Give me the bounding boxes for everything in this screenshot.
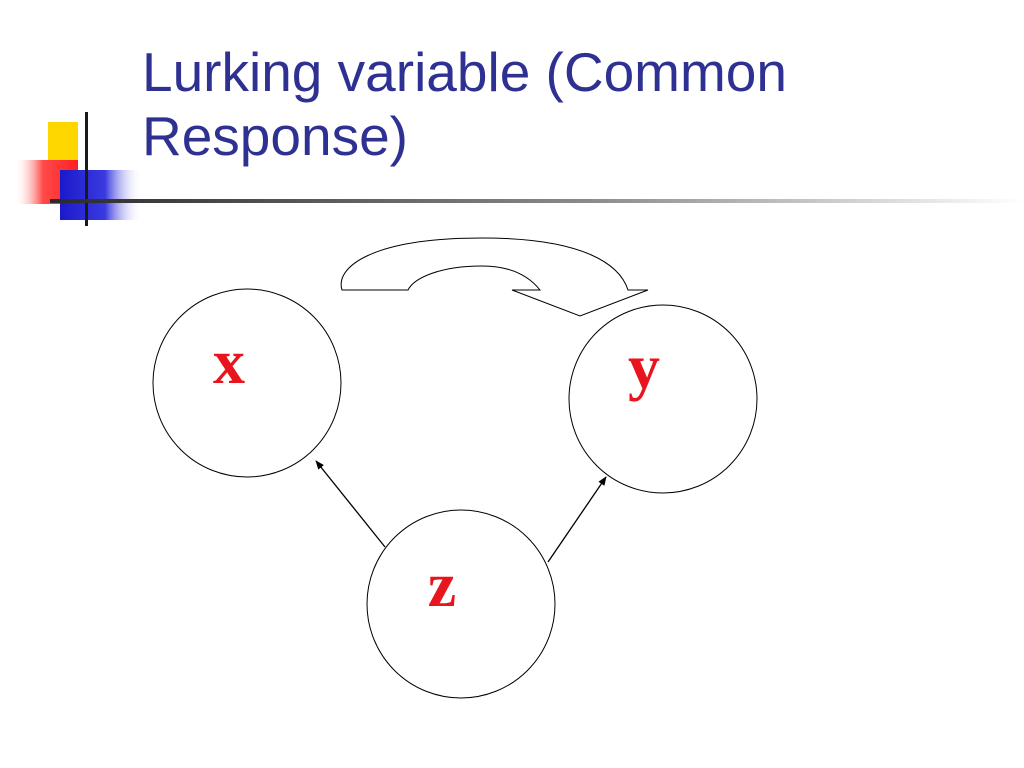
node-y: y <box>568 304 758 494</box>
vertical-rule <box>85 112 88 226</box>
node-z: z <box>366 509 556 699</box>
node-x-label: x <box>213 326 245 397</box>
title-rule <box>50 199 1024 203</box>
node-x: x <box>152 288 342 478</box>
page-title: Lurking variable (Common Response) <box>142 40 1002 168</box>
node-z-label: z <box>428 549 456 620</box>
title-line-2: Response) <box>142 105 408 167</box>
title-line-1: Lurking variable (Common <box>142 41 787 103</box>
title-decoration <box>14 112 1024 226</box>
node-y-label: y <box>628 331 660 402</box>
arrow-z-to-y <box>547 476 607 563</box>
arrow-z-to-x <box>315 460 386 548</box>
curved-block-arrow <box>340 237 649 317</box>
blue-square <box>60 170 142 220</box>
